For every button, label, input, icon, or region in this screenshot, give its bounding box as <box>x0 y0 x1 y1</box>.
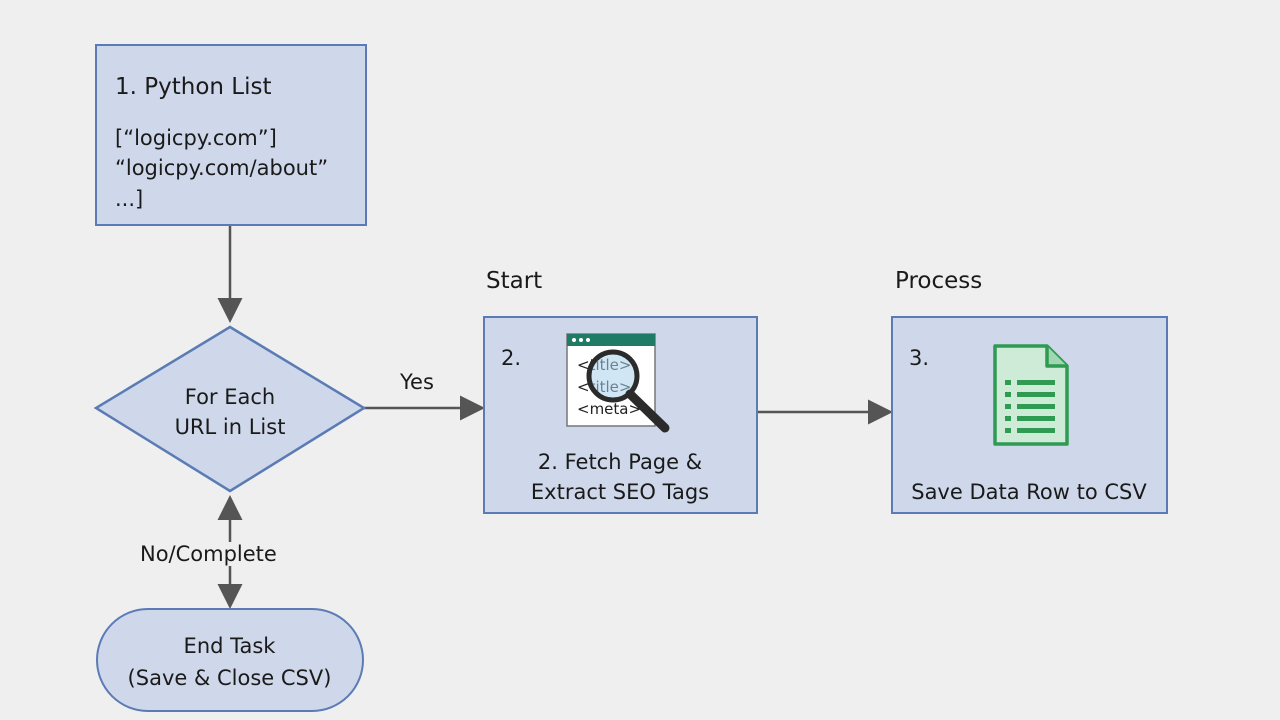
python-list-line-3: ...] <box>115 187 144 211</box>
edge-label-yes: Yes <box>400 370 434 394</box>
python-list-box: 1. Python List [“logicpy.com”] “logicpy.… <box>95 44 367 226</box>
edge-label-no-complete: No/Complete <box>140 542 277 566</box>
save-header: Process <box>895 268 983 294</box>
fetch-label-line-1: 2. Fetch Page & <box>537 450 703 474</box>
decision-label-line-1: For Each <box>184 385 276 409</box>
python-list-title: 1. Python List <box>115 74 272 100</box>
icon-tag-3: <meta> <box>577 400 641 418</box>
fetch-number: 2. <box>501 346 522 370</box>
save-number: 3. <box>909 346 930 370</box>
fetch-label-line-2: Extract SEO Tags <box>530 480 710 504</box>
end-label-line-1: End Task <box>183 634 276 658</box>
save-label: Save Data Row to CSV <box>911 480 1147 504</box>
end-task-terminal: End Task (Save & Close CSV) <box>96 608 364 712</box>
spreadsheet-document-icon <box>993 344 1069 446</box>
fetch-header: Start <box>486 268 543 294</box>
decision-label-line-2: URL in List <box>174 415 286 439</box>
browser-search-icon: <title> <title> <meta> <box>566 333 670 433</box>
decision-diamond <box>93 325 367 493</box>
end-label-line-2: (Save & Close CSV) <box>127 666 332 690</box>
save-box: 3. Save Data Row to CSV <box>891 316 1168 514</box>
python-list-line-2: “logicpy.com/about” <box>115 156 329 180</box>
fetch-box: 2. <title> <title> <meta> 2. Fetch Page … <box>483 316 758 514</box>
python-list-line-1: [“logicpy.com”] <box>115 126 277 150</box>
